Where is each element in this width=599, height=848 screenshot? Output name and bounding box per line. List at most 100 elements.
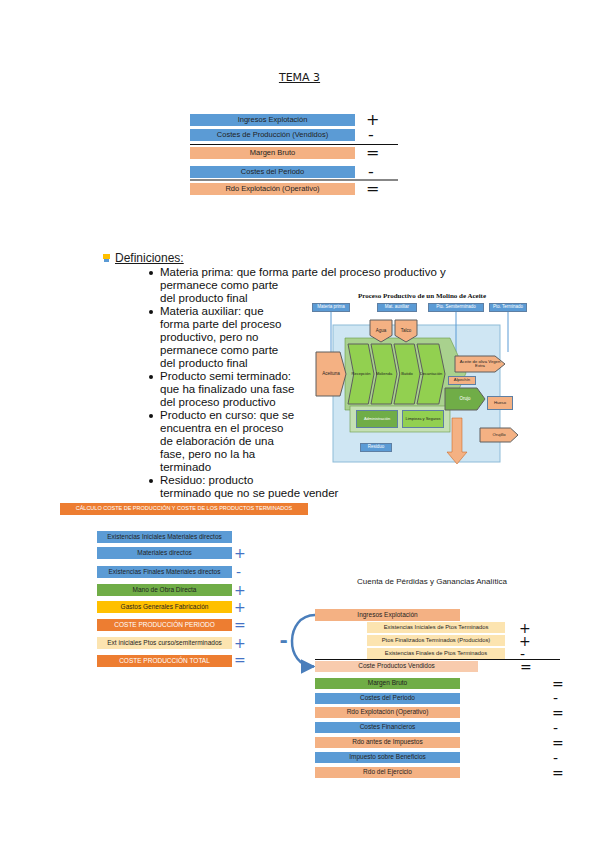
bullet-dot — [149, 375, 153, 379]
output-box: Hueso — [487, 396, 513, 410]
output-arrow: Orujillo — [480, 428, 518, 442]
box-text: Mat. auxiliar — [385, 305, 409, 310]
result-bar: Coste Productos Vendidos — [315, 661, 478, 672]
box-text: Ext iniciales Ptos curso/semiterminados — [107, 640, 222, 647]
cost-bar: Gastos Generales Fabricación — [97, 601, 232, 613]
box-text: Existencias Iniciales de Ptos Terminados — [384, 624, 489, 630]
box-text: Margen Bruto — [250, 149, 295, 157]
operator-sign: = — [234, 617, 246, 633]
cost-bar: Ext iniciales Ptos curso/semiterminados — [97, 637, 232, 649]
operator-sign: + — [234, 635, 246, 651]
cost-bar: Impuesto sobre Beneficios — [315, 752, 460, 763]
box-text: Costes de Producción (Vendidos) — [217, 131, 328, 139]
box-text: Materiales directos — [137, 550, 192, 557]
section-header: CÁLCULO COSTE DE PRODUCCIÓN Y COSTE DE L… — [60, 503, 308, 515]
operator-sign: = — [366, 145, 379, 161]
result-bar: Rdo del Ejercicio — [315, 767, 460, 778]
box-text: Administración — [364, 417, 390, 421]
box-text: Alpechín — [454, 378, 470, 382]
result-bar: COSTE PRODUCCIÓN TOTAL — [97, 655, 232, 667]
operator-sign: - — [553, 720, 558, 736]
input-box: Pto. Semiterminado — [428, 303, 484, 312]
box-text: Rdo del Ejercicio — [363, 769, 412, 776]
cost-bar: Existencias Iniciales Materiales directo… — [97, 531, 232, 543]
result-bar: Rdo Explotación (Operativo) — [315, 707, 460, 718]
operator-sign: = — [552, 765, 564, 781]
process-step: Recepción — [348, 344, 374, 404]
input-box: Materia prima — [312, 303, 350, 312]
process-step: Decantación — [417, 344, 445, 404]
box-text: Costes Financieros — [360, 724, 416, 731]
box-text: Rdo Explotación (Operativo) — [225, 185, 319, 193]
support-band — [350, 406, 450, 432]
input-box: Mat. auxiliar — [377, 303, 417, 312]
box-text: Existencias Iniciales Materiales directo… — [107, 534, 222, 541]
operator-sign: + — [234, 545, 246, 561]
shape-fill — [348, 344, 374, 404]
down-arrow — [447, 418, 467, 464]
figure-title: Proceso Productivo de un Molino de Aceit… — [358, 288, 486, 304]
result-bar: Margen Bruto — [315, 678, 460, 689]
input-arrow: Agua — [370, 320, 392, 342]
box-text: Pto. Terminado — [493, 305, 523, 310]
output-arrow: Orujo — [445, 388, 485, 410]
box-text: Coste Productos Vendidos — [358, 663, 435, 670]
shape-fill — [316, 352, 346, 396]
box-text: Orujillo — [492, 433, 505, 437]
operator-sign: = — [234, 652, 246, 668]
box-text: Limpieza y Seguros — [405, 417, 440, 421]
figure-title: Cuenta de Pérdidas y Ganancias Analítica — [357, 574, 507, 590]
shape-fill — [455, 356, 505, 372]
box-text: COSTE PRODUCCIÓN TOTAL — [119, 658, 210, 665]
bullet-dot — [149, 271, 153, 275]
icon-part — [104, 259, 109, 262]
operator-sign: = — [552, 676, 564, 692]
box-text: Materia prima — [317, 305, 345, 310]
section-heading: Definiciones: — [115, 250, 184, 266]
operator-sign: = — [552, 735, 564, 751]
box-text: Aceituna — [322, 372, 340, 377]
box-text: Existencias Finales Materiales directos — [109, 569, 221, 576]
flow-line — [456, 312, 457, 352]
result-bar: Rdo Explotación (Operativo) — [190, 183, 355, 195]
process-step: Molienda — [371, 344, 397, 404]
definition-item: Residuo: producto terminado que no se pu… — [147, 474, 477, 500]
box-text: Batido — [401, 372, 412, 376]
icon-part — [103, 254, 110, 259]
box-text: Orujo — [459, 397, 470, 402]
cost-bar: Existencias Finales Materiales directos — [97, 566, 232, 578]
cost-bar: Costes del Periodo — [190, 166, 355, 178]
operator-sign: - — [236, 564, 241, 580]
support-box: Limpieza y Seguros — [402, 410, 444, 428]
bullet-dot — [149, 310, 153, 314]
cost-bar: Costes del Periodo — [315, 693, 460, 704]
box-text: Ingresos Explotación — [357, 612, 417, 619]
process-background — [333, 325, 500, 462]
flow-line — [508, 312, 509, 352]
result-bar: Margen Bruto — [190, 147, 355, 159]
cost-bar: Ingresos Explotación — [190, 114, 355, 126]
box-text: Costes del Periodo — [360, 695, 415, 702]
operator-sign: - — [553, 750, 558, 766]
shape-fill — [417, 344, 445, 404]
box-text: Talco — [401, 329, 412, 334]
input-arrow: Aceituna — [316, 352, 346, 396]
output-box: Alpechín — [448, 376, 476, 385]
box-text: Pto. Semiterminado — [436, 305, 476, 310]
box-text: COSTE PRODUCCIÓN PERIODO — [114, 622, 214, 629]
stock-bar: Existencias Iniciales de Ptos Terminados — [367, 622, 505, 633]
box-text: Recepción — [352, 372, 371, 376]
box-text: Molienda — [376, 372, 392, 376]
operator-sign: + — [366, 112, 379, 128]
bullet-dot — [149, 414, 153, 418]
shape-fill — [480, 428, 518, 442]
definition-text: Materia auxiliar: que forma parte del pr… — [160, 305, 281, 369]
definition-text: Producto semi terminado: que ha finaliza… — [160, 370, 294, 408]
stock-bar: Existencias Finales de Ptos Terminados — [367, 648, 505, 659]
box-text: Decantación — [420, 372, 442, 376]
result-bar: Rdo antes de Impuestos — [315, 737, 460, 748]
shape-fill — [371, 344, 397, 404]
support-box: Administración — [356, 410, 398, 428]
